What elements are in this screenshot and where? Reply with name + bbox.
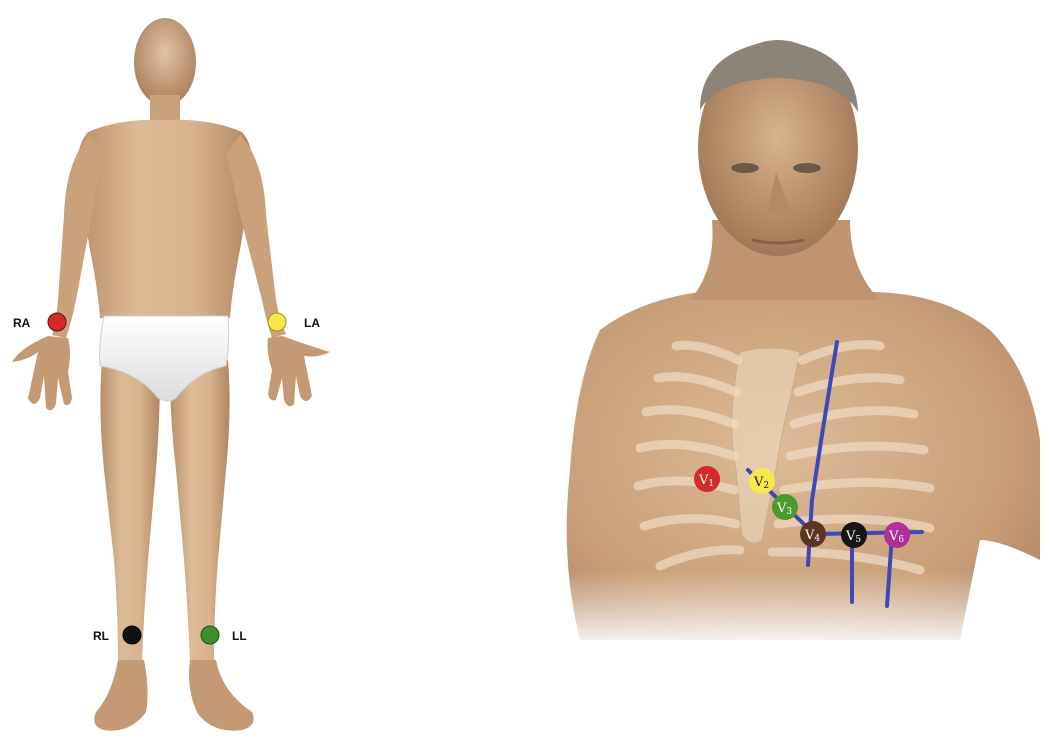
electrode-v4: V4 [800,521,826,547]
chest-fade [560,570,1052,650]
electrode-v3: V3 [772,494,798,520]
chest-head [698,40,858,256]
electrode-v6: V6 [884,522,910,548]
electrode-v1: V1 [694,466,720,492]
electrode-v5: V5 [841,522,867,548]
electrode-v2: V2 [749,468,775,494]
